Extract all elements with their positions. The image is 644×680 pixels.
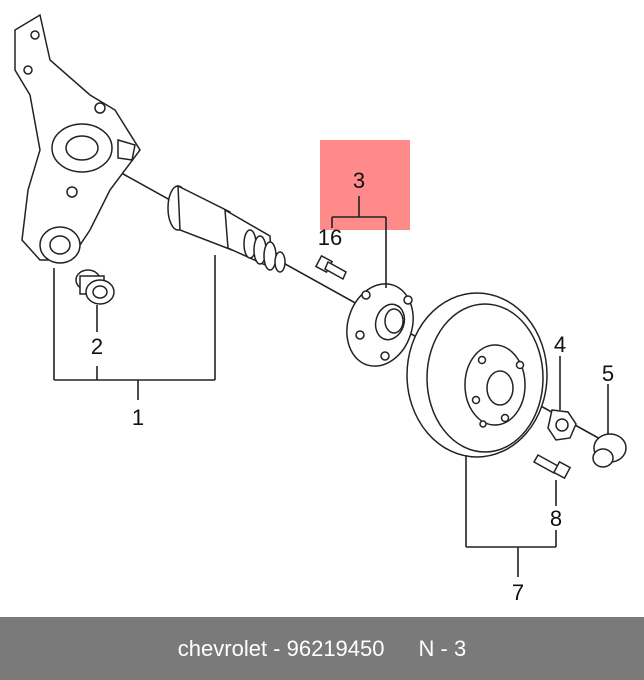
exploded-parts-diagram: 1 2 3 16 4 5 8 7 xyxy=(14,13,627,605)
callout-16: 16 xyxy=(318,225,342,250)
callout-7: 7 xyxy=(512,580,524,605)
dust-cap xyxy=(592,433,627,468)
callout-5: 5 xyxy=(602,361,614,386)
callout-8: 8 xyxy=(550,506,562,531)
bushing-part xyxy=(75,269,115,305)
wheel-bolt-8 xyxy=(532,453,572,480)
footer-bar: chevrolet - 96219450 N - 3 xyxy=(0,617,644,680)
callout-1: 1 xyxy=(132,405,144,430)
highlight-box xyxy=(320,140,410,230)
bolt-16 xyxy=(314,254,347,281)
wheel-hub xyxy=(346,283,414,367)
brake-disc xyxy=(406,292,548,458)
callout-3: 3 xyxy=(353,168,365,193)
callout-4: 4 xyxy=(554,332,566,357)
callout-2: 2 xyxy=(91,334,103,359)
hub-nut xyxy=(547,409,577,441)
footer-brand-part-number: chevrolet - 96219450 xyxy=(177,635,385,661)
leader-lines xyxy=(53,196,609,577)
steering-knuckle xyxy=(14,13,141,264)
spindle-shaft xyxy=(167,184,286,273)
footer-page-ref: N - 3 xyxy=(418,635,467,661)
